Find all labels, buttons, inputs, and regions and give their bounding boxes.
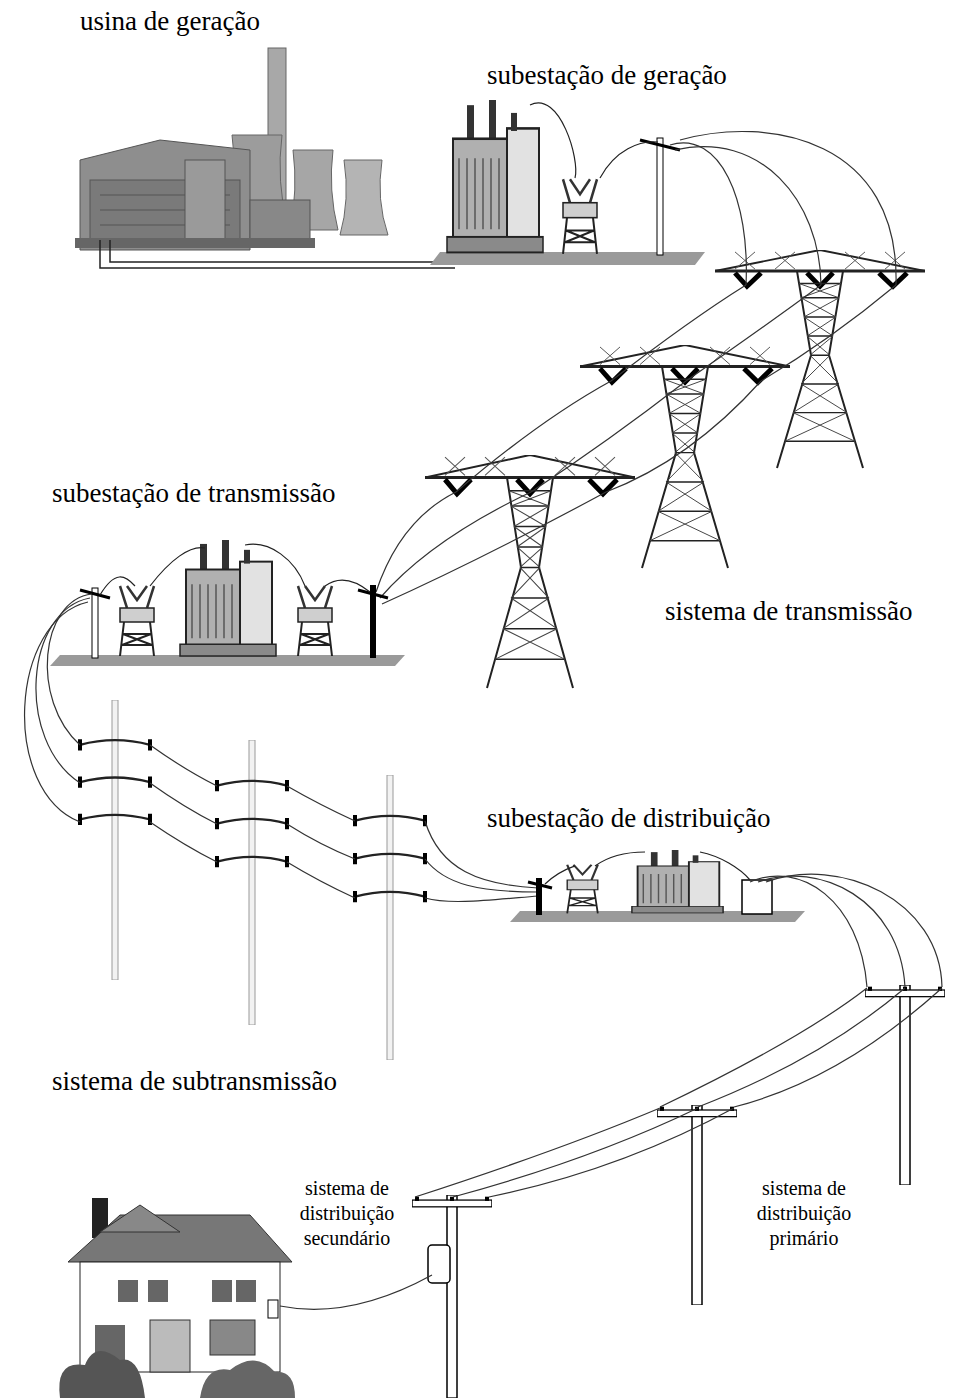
subtransmission-wires [25, 594, 538, 902]
distribution-pole [412, 1195, 492, 1398]
system-label: sistema de distribuição primário [742, 1176, 866, 1251]
transmission-tower [580, 345, 790, 568]
transmission-substation [50, 540, 405, 666]
distribution-wires [415, 874, 942, 1197]
plant-label: usina de geração [80, 6, 260, 37]
subtransmission-pole [217, 740, 287, 1025]
distribution-substation [510, 850, 805, 922]
power-plant [75, 48, 388, 250]
substation-label: subestação de transmissão [52, 478, 335, 509]
distribution-pole [865, 985, 945, 1185]
pole-transformer [428, 1245, 450, 1283]
system-label: sistema de transmissão [665, 596, 912, 627]
substation-label: subestação de geração [487, 60, 727, 91]
subtransmission-pole [80, 700, 150, 980]
house [59, 1198, 295, 1398]
transmission-tower [425, 455, 635, 688]
subtransmission-pole [355, 775, 425, 1060]
substation-label: subestação de distribuição [487, 803, 770, 834]
service-drop [280, 1275, 432, 1309]
distribution-pole [657, 1105, 737, 1305]
transmission-wires [376, 132, 896, 604]
plant-cable [100, 240, 455, 268]
generation-substation [430, 100, 705, 265]
system-label: sistema de distribuição secundário [285, 1176, 409, 1251]
system-label: sistema de subtransmissão [52, 1066, 337, 1097]
